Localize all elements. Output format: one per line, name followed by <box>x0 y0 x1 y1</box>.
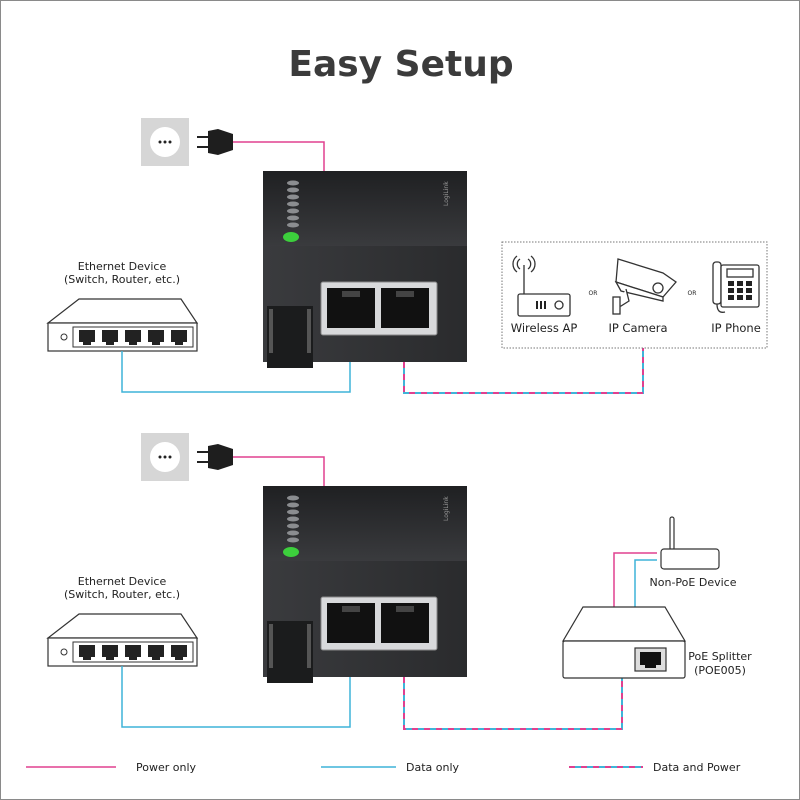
ethernet-device-detail: (Switch, Router, etc.) <box>64 588 180 601</box>
wireless-ap-label: Wireless AP <box>511 321 578 335</box>
ip-camera-label: IP Camera <box>608 321 667 335</box>
power-cable <box>233 141 325 171</box>
data-power-cable <box>403 677 623 730</box>
power-outlet-icon <box>141 433 233 481</box>
brand-label: LogiLink <box>443 181 450 206</box>
power-cable <box>613 552 657 607</box>
ip-camera-icon <box>612 258 677 315</box>
legend-power-label: Power only <box>136 761 197 774</box>
top-setup: LogiLink Ethernet Device (Switch, Router… <box>47 118 768 394</box>
ip-phone-icon <box>712 261 760 313</box>
data-cable <box>121 666 351 728</box>
poe-injector <box>262 485 468 684</box>
legend-both-label: Data and Power <box>653 761 741 774</box>
or-separator: OR <box>589 290 598 297</box>
data-cable <box>634 559 657 607</box>
ethernet-device-label: Ethernet Device <box>78 575 167 588</box>
poe-splitter-label: PoE Splitter <box>688 650 752 663</box>
power-outlet-icon <box>141 118 233 166</box>
poe-splitter-model: (POE005) <box>694 664 746 677</box>
ethernet-device-icon <box>47 613 198 667</box>
legend: Power only Data only Data and Power <box>26 761 741 774</box>
poe-devices-box <box>501 241 768 349</box>
ip-phone-label: IP Phone <box>711 321 761 335</box>
poe-splitter-icon <box>561 606 687 679</box>
power-cable <box>233 456 325 486</box>
data-cable <box>121 351 351 393</box>
poe-injector <box>262 170 468 369</box>
non-poe-device-label: Non-PoE Device <box>650 576 737 589</box>
ethernet-device-detail: (Switch, Router, etc.) <box>64 273 180 286</box>
legend-data-label: Data only <box>406 761 460 774</box>
ethernet-device-icon <box>47 298 198 352</box>
page-title: Easy Setup <box>288 44 513 85</box>
or-separator: OR <box>688 290 697 297</box>
ethernet-device-label: Ethernet Device <box>78 260 167 273</box>
brand-label: LogiLink <box>443 496 450 521</box>
bottom-setup: LogiLink Ethernet Device (Switch, Router… <box>47 433 752 730</box>
non-poe-device-icon <box>660 516 720 570</box>
wireless-ap-icon <box>512 255 571 317</box>
